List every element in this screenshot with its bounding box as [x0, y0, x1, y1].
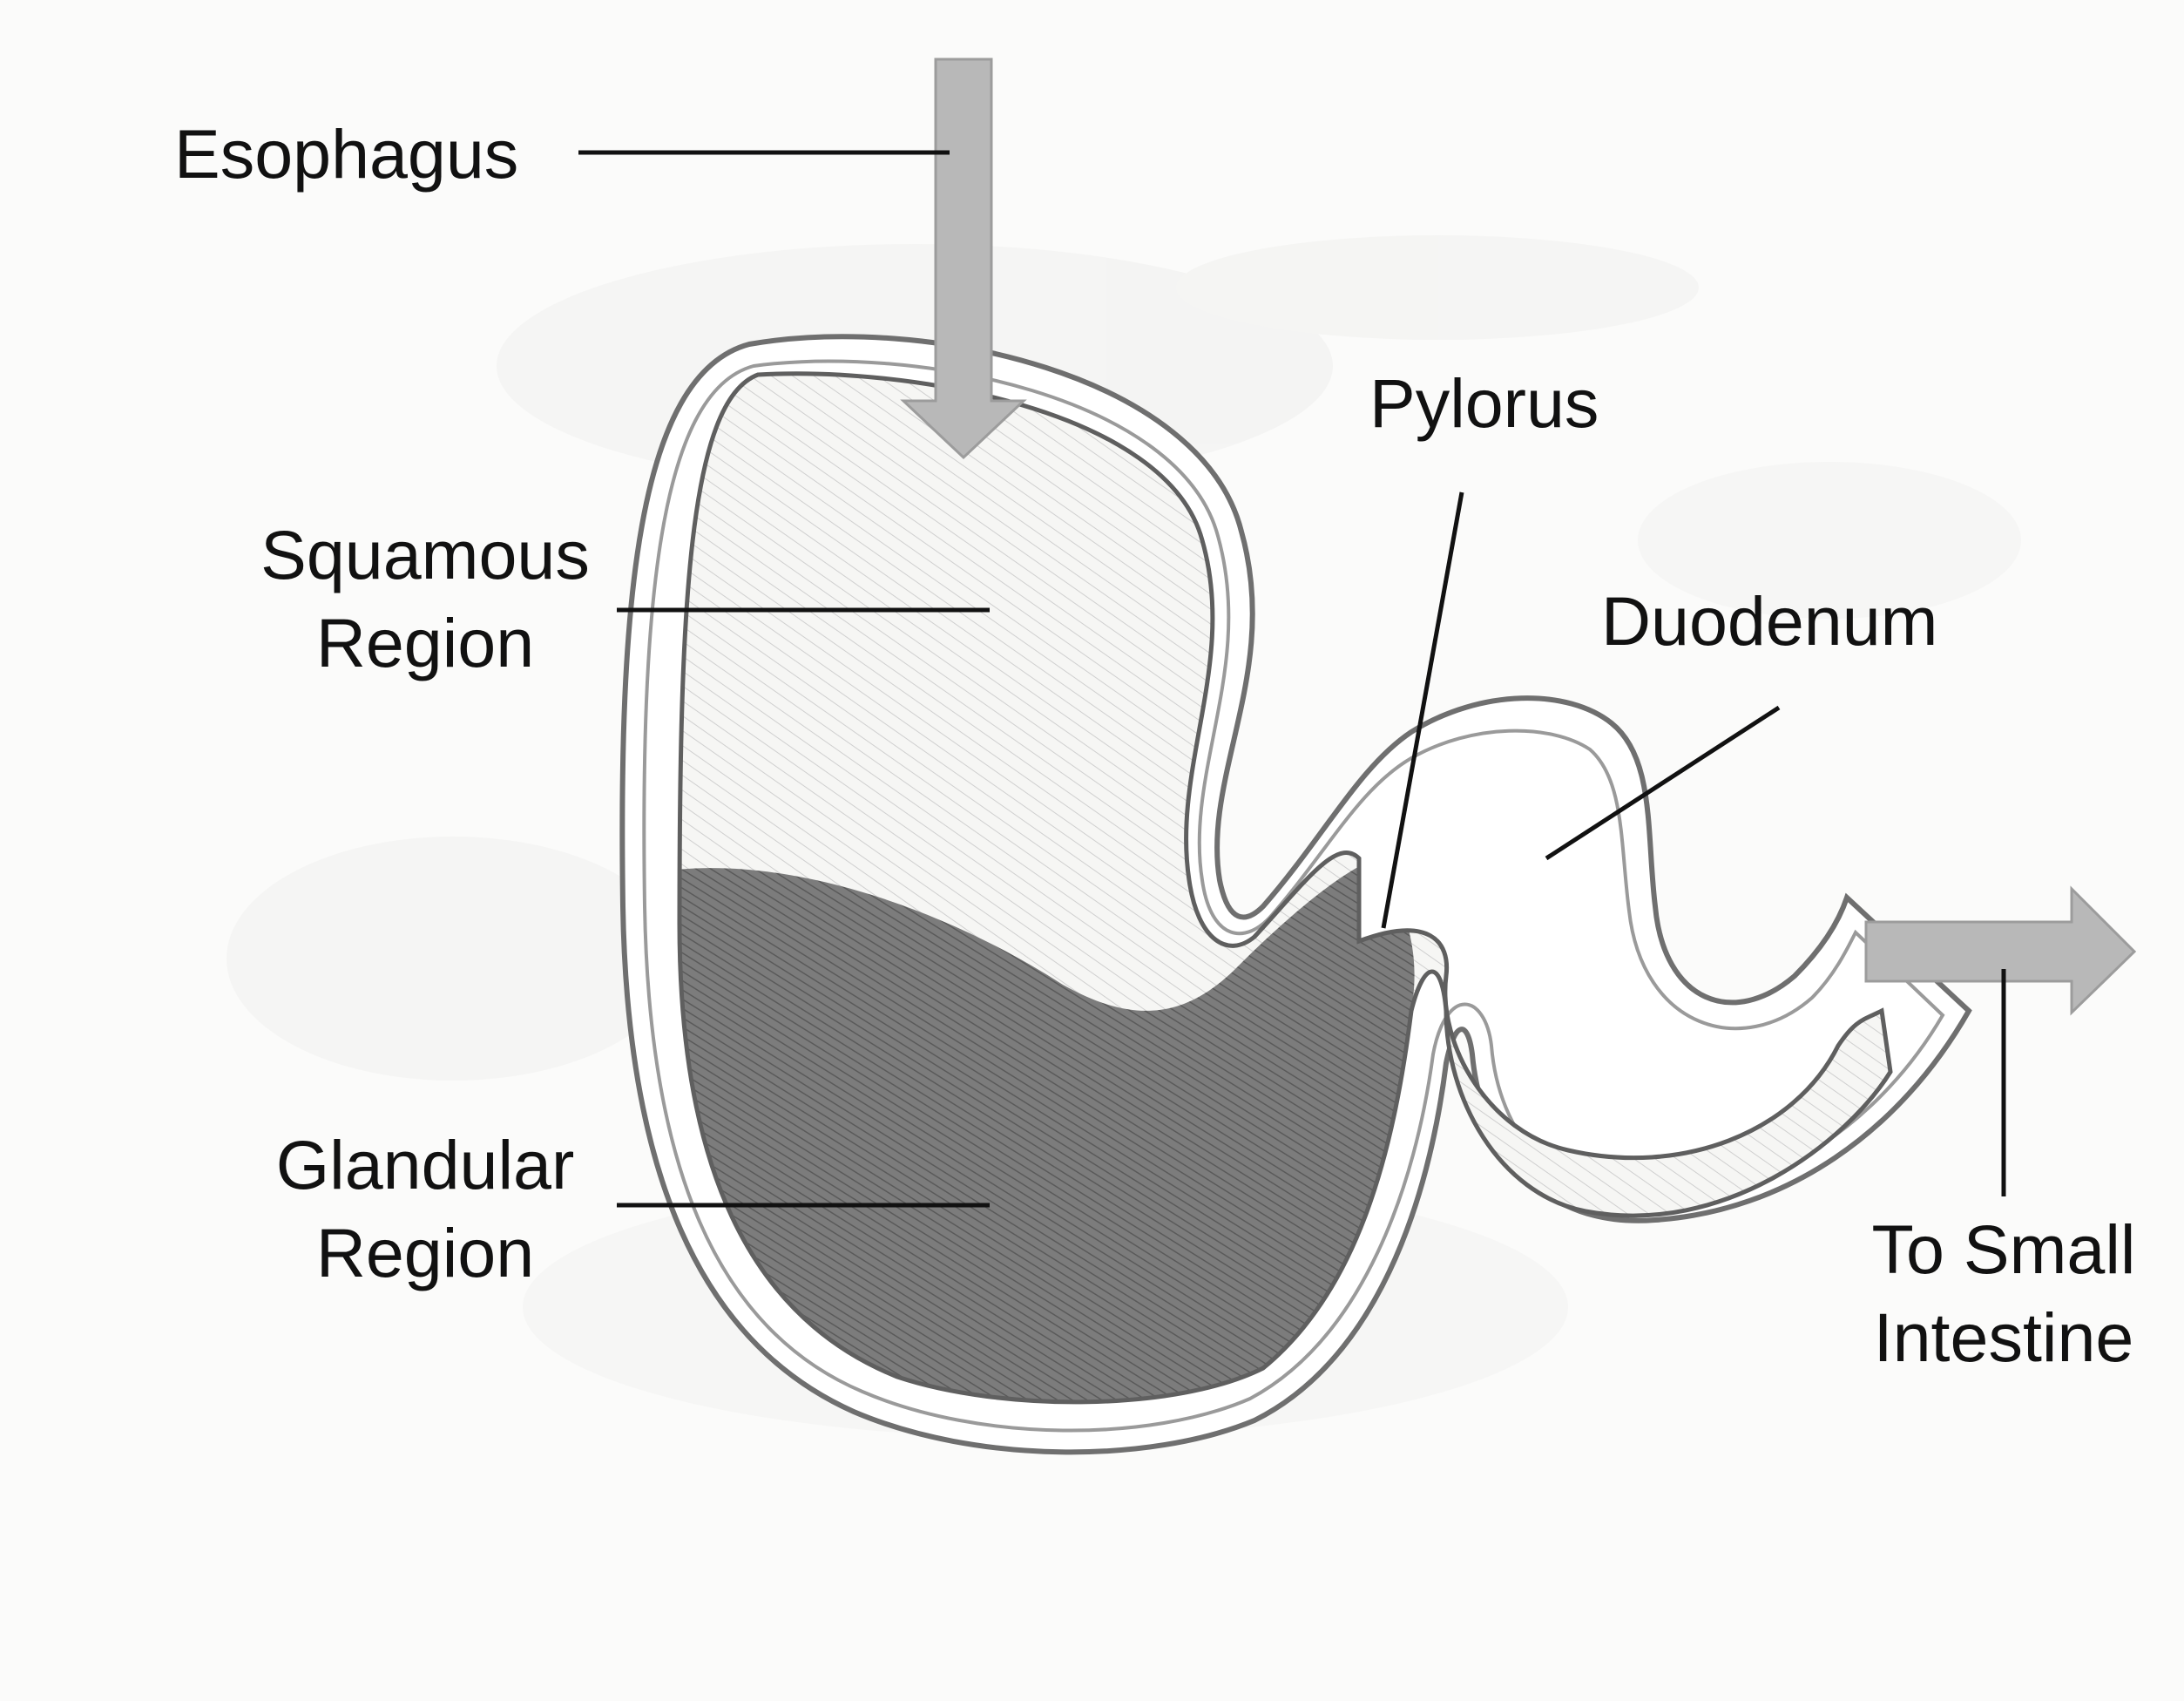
- glandular-region-fill: [680, 858, 1415, 1402]
- small-intestine-label-line1: To Small: [1871, 1210, 2136, 1288]
- pylorus-label-text: Pylorus: [1369, 364, 1599, 442]
- small-intestine-label-line2: Intestine: [1873, 1298, 2134, 1376]
- duodenum-label: Duodenum: [1601, 577, 1937, 665]
- stomach-wall-inner-line: [642, 359, 1945, 1433]
- pylorus-label: Pylorus: [1369, 359, 1599, 447]
- glandular-label-line1: Glandular: [275, 1126, 575, 1203]
- cavity-outline: [677, 371, 1893, 1405]
- duodenum-leader-line: [1545, 705, 1781, 861]
- esophagus-label-text: Esophagus: [174, 115, 519, 193]
- squamous-region-label: Squamous Region: [251, 511, 599, 687]
- small-intestine-arrow: [1864, 885, 2137, 1016]
- duodenum-label-text: Duodenum: [1601, 582, 1938, 660]
- esophagus-label: Esophagus: [174, 110, 518, 198]
- leader-lines: [578, 150, 2006, 1208]
- glandular-region-label: Glandular Region: [251, 1121, 599, 1297]
- glandular-label-line2: Region: [315, 1214, 535, 1291]
- esophagus-arrow: [900, 58, 1027, 460]
- squamous-label-line2: Region: [315, 604, 535, 681]
- pylorus-leader-line: [1381, 491, 1464, 929]
- small-intestine-label: To Small Intestine: [1856, 1205, 2152, 1381]
- squamous-label-line1: Squamous: [260, 516, 590, 593]
